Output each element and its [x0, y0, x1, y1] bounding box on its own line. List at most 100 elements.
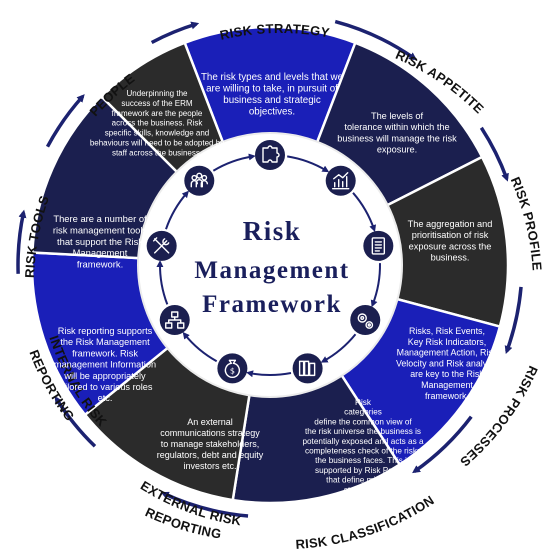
segment-text-line: behaviours will need to be adopted by — [90, 139, 224, 148]
segment-text-line: framework. — [77, 259, 123, 270]
segment-text-line: will be appropriately — [63, 371, 146, 381]
process-icons: $ — [146, 140, 394, 384]
puzzle-icon — [255, 140, 285, 170]
label-risk-classification: RISK CLASSIFICATION — [295, 492, 437, 551]
growth-chart-icon — [325, 165, 356, 196]
segment-text-line: exposure. — [377, 145, 417, 155]
segment-text-processes: Risks, Risk Events,Key Risk Indicators,M… — [396, 326, 499, 401]
segment-text-line: across the business. Risk — [112, 119, 204, 128]
segment-text-line: the risk universe the business is — [305, 427, 421, 436]
segment-text-line: success of the ERM — [121, 99, 192, 108]
segment-text-line: framework. Risk — [72, 348, 138, 358]
segment-text-line: supported by Risk Policies — [315, 466, 411, 475]
segment-text-line: Management — [421, 380, 473, 390]
segment-text-line: categories — [344, 408, 382, 417]
inner-arrow — [352, 192, 377, 233]
segment-text-line: Underpinning the — [127, 89, 188, 98]
segment-text-line: completeness check of the risks — [305, 447, 421, 456]
inner-arrow — [246, 370, 292, 378]
title-line-3: Framework — [202, 291, 342, 318]
segment-text-line: Risk — [355, 398, 372, 407]
inner-arrow — [287, 155, 330, 173]
segment-text-line: Velocity and Risk analysis — [396, 358, 499, 368]
title-line-1: Risk — [243, 216, 302, 246]
outer-arrow — [150, 21, 200, 45]
segment-text-line: communications strategy — [160, 428, 260, 438]
outer-arrow — [334, 19, 417, 61]
outer-arrow — [504, 286, 523, 355]
document-icon — [363, 230, 394, 261]
inner-cycle-arrows — [156, 153, 381, 378]
title-line-2: Management — [194, 257, 349, 284]
segment-text-line: The risk types and levels that we — [201, 72, 344, 83]
segment-text-line: define the common view of — [314, 417, 412, 426]
outer-arrow — [54, 395, 97, 448]
segment-text-line: that support the Risk — [57, 236, 143, 247]
segment-text-line: the business faces. This is — [315, 456, 411, 465]
segment-text-line: the Risk Management — [60, 337, 150, 347]
gears-icon — [350, 305, 381, 335]
money-bag-icon: $ — [217, 353, 248, 384]
outer-arrow — [479, 126, 509, 182]
segment-text-line: etc. — [98, 393, 113, 403]
segment-text-line: that define minimum — [326, 476, 400, 485]
segment-text-line: business will manage the risk — [337, 133, 457, 143]
segment-text-line: The levels of — [371, 111, 424, 121]
inner-arrow — [370, 263, 381, 308]
segment-text-line: tailored to various roles — [58, 382, 153, 392]
inner-arrow — [165, 190, 189, 230]
segment-text-line: Risks, Risk Events, — [409, 326, 485, 336]
segment-text-line: prioritisation of risk — [412, 230, 489, 240]
label-risk-profile: RISK PROFILE — [508, 175, 545, 272]
segment-text-line: standards. — [344, 485, 382, 494]
segment-text-line: Management Action, Risk — [397, 348, 498, 358]
team-icon — [184, 165, 215, 196]
tools-icon — [146, 230, 177, 261]
segment-text-line: tolerance within which the — [344, 122, 449, 132]
outer-arrow — [16, 209, 27, 274]
center-disc — [138, 133, 402, 397]
segment-text-line: regulators, debt and equity — [157, 450, 264, 460]
segment-text-line: objectives. — [249, 107, 295, 118]
svg-text:$: $ — [230, 366, 235, 375]
segment-text-line: Risk reporting supports — [58, 326, 153, 336]
segment-text-line: exposure across the — [409, 241, 492, 251]
outer-arrow — [160, 491, 249, 518]
segment-text-line: business. — [431, 253, 470, 263]
segment-text-line: An external — [187, 417, 233, 427]
segment-text-line: are key to the Risk — [410, 369, 484, 379]
segment-text-line: staff across the business. — [112, 148, 202, 157]
segment-text-line: to manage stakeholders, — [161, 439, 260, 449]
segment-text-line: framework are the people — [112, 109, 203, 118]
segment-text-line: The aggregation and — [408, 219, 493, 229]
segment-text-line: potentially exposed and acts as a — [302, 437, 424, 446]
center-disc-border — [137, 132, 403, 398]
segment-text-line: management Information — [54, 360, 156, 370]
inner-arrow — [182, 331, 218, 363]
organization-chart-icon — [159, 305, 190, 335]
binders-icon — [292, 353, 323, 384]
segment-text-line: framework. — [425, 391, 469, 401]
outer-arrow — [412, 415, 473, 474]
segment-text-line: Management — [73, 247, 128, 258]
segment-text-line: risk management tools — [53, 224, 148, 235]
segment-text-line: investors etc. — [183, 461, 236, 471]
segment-text-line: business and strategic — [223, 95, 321, 106]
outer-arrow — [45, 94, 85, 148]
segment-text-line: Key Risk Indicators, — [408, 337, 486, 347]
segment-text-line: are willing to take, in pursuit of — [206, 84, 338, 95]
outer-cycle-arrows — [16, 19, 523, 518]
inner-arrow — [212, 153, 256, 172]
segment-text-line: There are a number of — [53, 213, 147, 224]
